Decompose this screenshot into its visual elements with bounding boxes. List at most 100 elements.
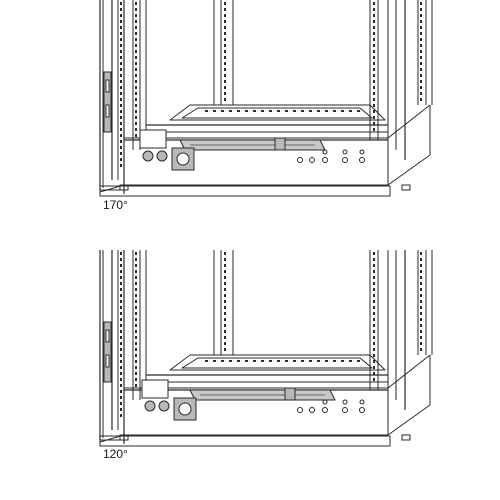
floor-perforation xyxy=(253,110,256,112)
rear-perforation-right xyxy=(373,104,375,107)
frame-perforation-left-outer xyxy=(120,276,122,279)
side-perforation-right xyxy=(420,276,422,279)
hinge-pivot-pin xyxy=(178,402,192,416)
door-handle-grip xyxy=(105,79,110,93)
rear-perforation-right xyxy=(373,128,375,131)
floor-perforation xyxy=(349,360,352,362)
rear-perforation-right xyxy=(373,276,375,279)
frame-perforation-left xyxy=(135,288,137,291)
floor-perforation xyxy=(229,360,232,362)
hinge-housing xyxy=(139,129,167,149)
rear-perforation-right xyxy=(373,258,375,261)
inner-floor-frame xyxy=(169,354,386,371)
frame-perforation-left-outer xyxy=(120,270,122,273)
frame-perforation-left-outer xyxy=(120,342,122,345)
frame-perforation-left-outer xyxy=(120,366,122,369)
rear-perforation-left xyxy=(224,56,226,59)
rear-perforation-right xyxy=(373,330,375,333)
frame-perforation-left-outer xyxy=(120,330,122,333)
frame-perforation-left xyxy=(135,80,137,83)
side-perforation-right xyxy=(420,306,422,309)
side-perforation-right xyxy=(420,56,422,59)
rear-perforation-left xyxy=(224,26,226,29)
frame-perforation-left-outer xyxy=(120,336,122,339)
frame-perforation-left xyxy=(135,276,137,279)
frame-perforation-left xyxy=(135,330,137,333)
frame-perforation-left-outer xyxy=(120,318,122,321)
rear-perforation-right xyxy=(373,56,375,59)
base-hole xyxy=(322,157,328,163)
rear-perforation-right xyxy=(373,68,375,71)
door-handle-grip xyxy=(105,329,110,343)
floor-perforation xyxy=(357,110,360,112)
side-perforation-right xyxy=(420,74,422,77)
rear-perforation-right xyxy=(373,378,375,381)
floor-perforation xyxy=(205,110,208,112)
hinge-arm-clip xyxy=(274,137,286,151)
frame-perforation-left xyxy=(135,312,137,315)
rear-perforation-left xyxy=(224,8,226,11)
floor-perforation xyxy=(317,360,320,362)
frame-perforation-left-outer xyxy=(120,354,122,357)
floor-perforation xyxy=(341,110,344,112)
floor-perforation xyxy=(221,110,224,112)
side-perforation-right xyxy=(420,318,422,321)
frame-perforation-left xyxy=(135,20,137,23)
rear-perforation-left xyxy=(224,336,226,339)
floor-perforation xyxy=(317,110,320,112)
ground-plate xyxy=(99,435,391,447)
frame-perforation-left-outer xyxy=(120,122,122,125)
base-hole xyxy=(359,407,365,413)
floor-perforation xyxy=(301,110,304,112)
angle-label-top: 170° xyxy=(103,198,128,212)
rear-perforation-right xyxy=(373,38,375,41)
base-hole xyxy=(309,407,315,413)
frame-perforation-left xyxy=(135,2,137,5)
rear-perforation-left xyxy=(224,306,226,309)
frame-perforation-left xyxy=(135,26,137,29)
floor-perforation xyxy=(293,360,296,362)
base-right-top xyxy=(387,354,431,389)
base-hole-upper xyxy=(322,399,328,405)
base-hole-upper xyxy=(342,399,348,405)
side-perforation-right xyxy=(420,294,422,297)
foot-right xyxy=(401,434,411,441)
frame-perforation-left-outer xyxy=(120,32,122,35)
frame-perforation-left-outer xyxy=(120,378,122,381)
frame-perforation-left-outer xyxy=(120,8,122,11)
rear-perforation-right xyxy=(373,26,375,29)
base-hole xyxy=(359,157,365,163)
frame-perforation-left xyxy=(135,252,137,255)
frame-perforation-left xyxy=(135,306,137,309)
base-hole xyxy=(322,407,328,413)
side-perforation-right xyxy=(420,44,422,47)
frame-perforation-left-outer xyxy=(120,134,122,137)
rear-perforation-right xyxy=(373,74,375,77)
frame-perforation-left xyxy=(135,62,137,65)
rear-perforation-left xyxy=(224,324,226,327)
frame-perforation-left xyxy=(135,134,137,137)
rear-perforation-right xyxy=(373,2,375,5)
rear-perforation-left xyxy=(224,294,226,297)
frame-perforation-left xyxy=(135,270,137,273)
frame-perforation-left-outer xyxy=(120,294,122,297)
side-perforation-right xyxy=(420,92,422,95)
floor-perforation xyxy=(333,360,336,362)
ground-plate xyxy=(99,185,391,197)
floor-perforation xyxy=(325,110,328,112)
frame-perforation-left-outer xyxy=(120,384,122,387)
rear-perforation-right xyxy=(373,44,375,47)
side-perforation-right xyxy=(420,8,422,11)
frame-perforation-left xyxy=(135,372,137,375)
rear-perforation-right xyxy=(373,14,375,17)
inner-floor-rail xyxy=(181,357,373,369)
door-handle-grip-2 xyxy=(105,354,110,368)
floor-perforation xyxy=(261,360,264,362)
frame-perforation-left-outer xyxy=(120,50,122,53)
frame-perforation-left-outer xyxy=(120,140,122,143)
rear-perforation-left xyxy=(224,20,226,23)
frame-perforation-left-outer xyxy=(120,62,122,65)
floor-perforation xyxy=(269,110,272,112)
base-hole xyxy=(297,157,303,163)
rear-perforation-right xyxy=(373,116,375,119)
